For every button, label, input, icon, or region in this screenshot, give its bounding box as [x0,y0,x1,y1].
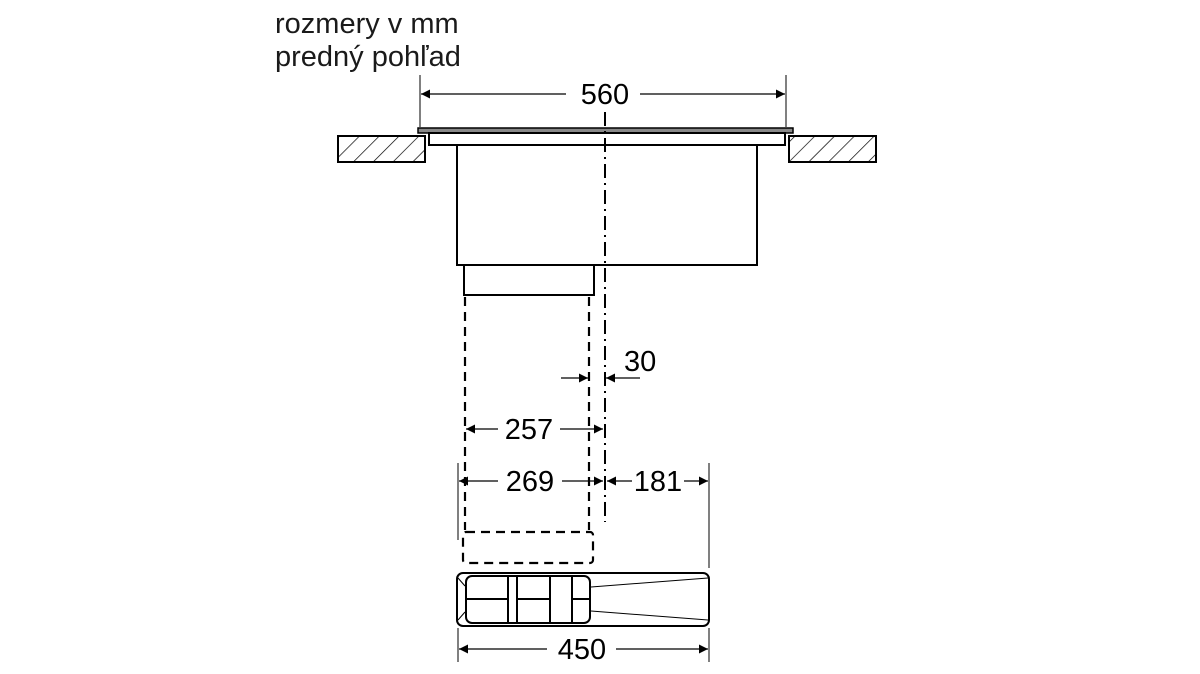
dimension-257: 257 [466,414,603,446]
dimension-560: 560 [419,75,787,127]
dimension-30: 30 [561,346,656,383]
dimension-label-257: 257 [505,414,553,446]
dimension-label-450: 450 [558,634,606,666]
countertop-right [788,135,877,163]
dimension-450: 450 [457,628,710,666]
dimension-label-30: 30 [624,346,656,378]
duct-connector [463,264,595,296]
duct-dashed [461,297,595,565]
countertop-left [337,135,426,163]
plinth-unit [456,572,710,627]
dimension-label-181: 181 [634,466,682,498]
dimension-269: 269 [457,463,603,540]
dimension-181: 181 [607,463,710,568]
dimension-label-269: 269 [506,466,554,498]
cooktop-body [456,144,758,266]
cooktop-rim [428,132,786,146]
title-line-1: rozmery v mm [275,8,459,40]
dimension-label-560: 560 [581,79,629,111]
title-line-2: predný pohľad [275,41,461,73]
